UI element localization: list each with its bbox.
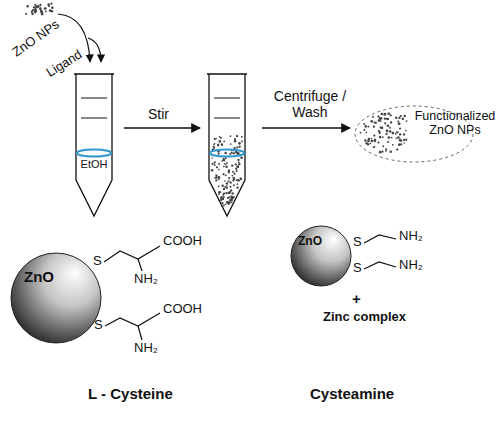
plus-sign: + [352, 290, 361, 307]
process-arrow [124, 127, 200, 128]
solvent-label: EtOH [81, 158, 108, 171]
particle-label: ZnO [298, 235, 322, 249]
bond [364, 262, 396, 269]
atom-label: S [94, 318, 103, 333]
feed-arrow [88, 38, 101, 62]
zno-particle: ZnO [290, 225, 352, 287]
test-tube: EtOH [72, 68, 116, 218]
group-label: NH₂ [134, 341, 158, 356]
ligand-name: L - Cysteine [88, 385, 173, 402]
group-label: COOH [163, 302, 202, 317]
bond [105, 313, 160, 326]
atom-label: S [93, 254, 102, 269]
step-label: Centrifuge / Wash [266, 88, 354, 120]
byproduct-label: Zinc complex [323, 310, 406, 325]
bond [138, 259, 142, 271]
group-label: NH₂ [134, 272, 158, 287]
reagent-label: ZnO NPs [10, 17, 62, 60]
ligand-name: Cysteamine [310, 385, 394, 402]
group-label: COOH [163, 234, 202, 249]
atom-label: S [353, 261, 362, 276]
process-arrow [262, 127, 350, 128]
bond [104, 246, 160, 262]
group-label: NH₂ [399, 229, 423, 244]
tube-outline [72, 68, 116, 218]
bond [364, 235, 396, 243]
group-label: NH₂ [399, 258, 423, 273]
nanoparticle-dots [25, 3, 54, 16]
product-cloud: Functionalized ZnO NPs [352, 100, 498, 166]
atom-label: S [353, 235, 362, 250]
step-label: Stir [148, 106, 169, 122]
test-tube [207, 74, 247, 216]
sphere-outline [10, 252, 102, 344]
product-label: Functionalized ZnO NPs [412, 109, 498, 138]
zno-particle: ZnO [10, 252, 102, 344]
particle-label: ZnO [24, 268, 54, 285]
bond [138, 326, 142, 340]
